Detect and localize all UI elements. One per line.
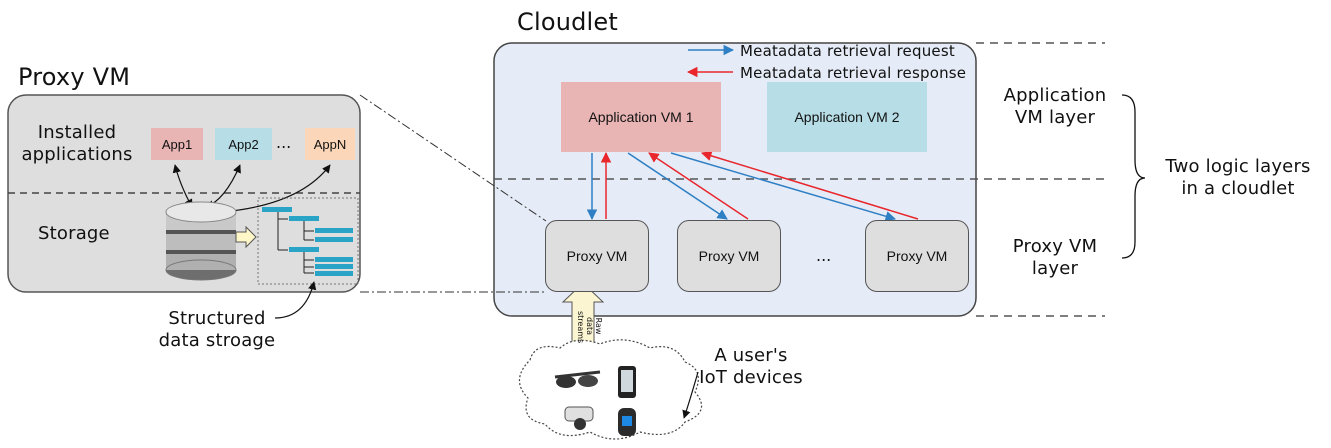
tree-structure-icon [257,197,359,285]
database-icon [165,201,237,281]
apps-ellipsis: ... [276,133,292,152]
proxy-vm-2: Proxy VM [677,220,781,292]
storage-label: Storage [38,223,110,244]
iot-cloud [518,339,703,440]
cloudlet-title: Cloudlet [517,8,618,36]
layers-brace [1121,94,1146,259]
response-arrow-2 [648,152,749,220]
application-vm-1: Application VM 1 [561,82,721,152]
response-arrow-3 [700,150,919,220]
zoom-connector-top [359,94,547,222]
request-arrow-3 [670,152,897,222]
appn-box: AppN [305,128,355,160]
app1-box: App1 [151,128,203,160]
smartphone-icon [618,366,636,398]
installed-apps-label: Installed applications [21,122,133,165]
smart-glasses-icon [554,370,601,388]
proxy-vm-3: Proxy VM [865,220,969,292]
fitness-band-icon [618,408,636,436]
proxy-vm-1: Proxy VM [545,220,649,292]
proxy-panel-title: Proxy VM [18,63,131,91]
legend-response-label: Meatadata retrieval response [740,64,967,82]
structured-storage-label: Structured data stroage [158,308,276,351]
application-vm-2: Application VM 2 [767,82,927,152]
security-camera-icon [564,406,594,430]
app2-box: App2 [215,128,272,160]
legend-request-label: Meatadata retrieval request [740,42,955,60]
iot-pointer-arrow [682,371,699,419]
structured-pointer-arrow [274,281,317,319]
transform-arrow-icon [235,225,257,249]
two-layers-label: Two logic layers in a cloudlet [1165,156,1311,199]
raw-streams-label: Raw data streams [576,311,603,344]
appn-storage-arrow [221,164,331,216]
request-arrow-2 [627,152,728,220]
iot-devices-label: A user's IoT devices [699,345,803,388]
application-layer-label: Application VM layer [1003,85,1107,128]
proxy-layer-label: Proxy VM layer [1012,236,1098,279]
proxy-vm-ellipsis: ... [816,246,832,265]
